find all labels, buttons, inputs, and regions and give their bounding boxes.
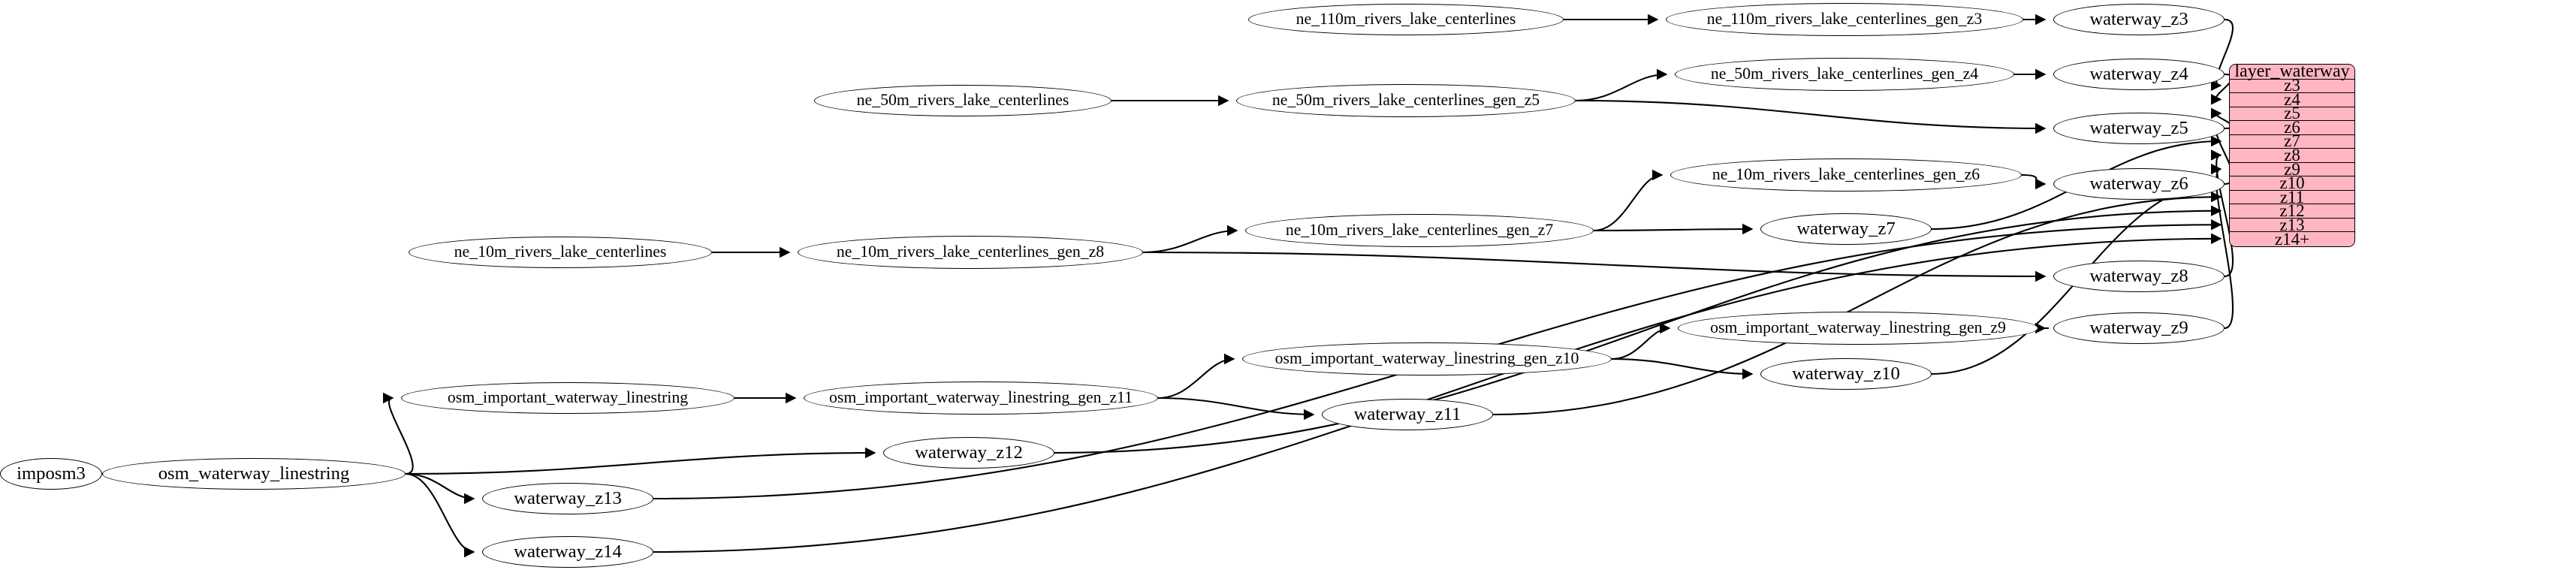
edge-osm-important-waterway-linestring-gen-z11--to--osm-important-waterway-linestring-gen-z10	[1157, 353, 1235, 400]
record-row-z6[interactable]: z6	[2230, 118, 2354, 137]
graph-node-ne-10m-rivers-lake-centerlines-gen-z7[interactable]: ne_10m_rivers_lake_centerlines_gen_z7	[1245, 214, 1594, 247]
edge-ne-50m-rivers-lake-centerlines-gen-z5--to--ne-50m-rivers-lake-centerlines-gen-z4	[1575, 68, 1668, 102]
graph-node-osm-important-waterway-linestring-gen-z9[interactable]: osm_important_waterway_linestring_gen_z9	[1678, 312, 2038, 345]
graph-node-label: osm_important_waterway_linestring	[447, 388, 689, 407]
graph-node-label: osm_waterway_linestring	[158, 463, 350, 484]
record-row-z13[interactable]: z13	[2230, 216, 2354, 234]
graph-node-label: ne_110m_rivers_lake_centerlines	[1296, 10, 1516, 29]
edge-osm-important-waterway-linestring-gen-z11--to--waterway-z11	[1157, 397, 1315, 421]
edge-ne-10m-rivers-lake-centerlines-gen-z7--to--ne-10m-rivers-lake-centerlines-gen-z6	[1593, 169, 1664, 232]
graph-node-waterway-z12[interactable]: waterway_z12	[883, 437, 1054, 469]
edge-waterway-z12--to--layer-waterway-z12	[1054, 205, 2222, 454]
graph-node-label: waterway_z8	[2089, 265, 2188, 286]
graph-node-ne-10m-rivers-lake-centerlines[interactable]: ne_10m_rivers_lake_centerlines	[409, 237, 712, 268]
edge-osm-important-waterway-linestring-gen-z10--to--waterway-z10	[1611, 357, 1754, 380]
edge-osm-waterway-linestring--to--waterway-z13	[405, 472, 475, 505]
graph-node-waterway-z14[interactable]: waterway_z14	[482, 536, 653, 568]
graph-node-label: ne_10m_rivers_lake_centerlines_gen_z7	[1285, 221, 1554, 240]
graph-node-waterway-z13[interactable]: waterway_z13	[482, 483, 653, 514]
graph-node-waterway-z6[interactable]: waterway_z6	[2053, 168, 2225, 200]
graph-node-label: waterway_z9	[2089, 317, 2188, 338]
edge-ne-10m-rivers-lake-centerlines-gen-z8--to--ne-10m-rivers-lake-centerlines-gen-z7	[1142, 225, 1238, 254]
graph-node-label: waterway_z10	[1792, 363, 1900, 384]
graph-node-waterway-z9[interactable]: waterway_z9	[2053, 312, 2225, 344]
graph-node-osm-important-waterway-linestring-gen-z10[interactable]: osm_important_waterway_linestring_gen_z1…	[1242, 342, 1612, 375]
edge-osm-waterway-linestring--to--osm-important-waterway-linestring	[382, 392, 414, 475]
graph-node-waterway-z7[interactable]: waterway_z7	[1760, 213, 1932, 245]
edge-paths	[83, 14, 2234, 558]
record-row-z5[interactable]: z5	[2230, 104, 2354, 122]
record-row-z4[interactable]: z4	[2230, 90, 2354, 109]
graph-node-label: ne_110m_rivers_lake_centerlines_gen_z3	[1706, 10, 1983, 29]
graph-node-label: osm_important_waterway_linestring_gen_z9	[1710, 318, 2006, 337]
graph-node-osm-important-waterway-linestring-gen-z11[interactable]: osm_important_waterway_linestring_gen_z1…	[804, 381, 1158, 415]
record-row-z9[interactable]: z9	[2230, 160, 2354, 179]
edge-osm-important-waterway-linestring-gen-z10--to--osm-important-waterway-linestring-gen-z9	[1611, 322, 1671, 360]
graph-node-waterway-z3[interactable]: waterway_z3	[2053, 4, 2225, 35]
graph-node-ne-50m-rivers-lake-centerlines[interactable]: ne_50m_rivers_lake_centerlines	[814, 85, 1112, 116]
graph-node-ne-10m-rivers-lake-centerlines-gen-z8[interactable]: ne_10m_rivers_lake_centerlines_gen_z8	[798, 236, 1143, 269]
graph-node-ne-50m-rivers-lake-centerlines-gen-z4[interactable]: ne_50m_rivers_lake_centerlines_gen_z4	[1675, 58, 2014, 91]
record-row-z11[interactable]: z11	[2230, 188, 2354, 207]
graph-node-label: ne_50m_rivers_lake_centerlines_gen_z4	[1710, 65, 1979, 83]
graph-node-label: osm_important_waterway_linestring_gen_z1…	[1274, 349, 1579, 368]
graph-node-waterway-z4[interactable]: waterway_z4	[2053, 59, 2225, 90]
graph-node-label: osm_important_waterway_linestring_gen_z1…	[829, 388, 1133, 407]
record-row-z14plus[interactable]: z14+	[2230, 230, 2354, 246]
graph-node-label: waterway_z11	[1353, 403, 1461, 424]
graph-node-label: ne_50m_rivers_lake_centerlines_gen_z5	[1271, 91, 1540, 110]
graph-node-label: ne_10m_rivers_lake_centerlines	[454, 243, 667, 261]
graph-node-label: waterway_z7	[1796, 218, 1896, 239]
graph-node-osm-important-waterway-linestring[interactable]: osm_important_waterway_linestring	[401, 382, 734, 414]
edge-osm-waterway-linestring--to--waterway-z14	[405, 472, 475, 558]
graph-node-waterway-z5[interactable]: waterway_z5	[2053, 113, 2225, 144]
graph-node-label: waterway_z3	[2089, 8, 2188, 29]
graph-node-label: waterway_z12	[915, 442, 1023, 463]
graph-node-label: waterway_z5	[2089, 117, 2188, 138]
graph-node-ne-110m-rivers-lake-centerlines-gen-z3[interactable]: ne_110m_rivers_lake_centerlines_gen_z3	[1666, 3, 2023, 36]
graph-node-imposm3[interactable]: imposm3	[0, 458, 102, 490]
edge-ne-50m-rivers-lake-centerlines-gen-z5--to--waterway-z5	[1575, 99, 2047, 134]
record-row-z8[interactable]: z8	[2230, 146, 2354, 164]
record-header: layer_waterway	[2230, 65, 2354, 81]
edge-ne-10m-rivers-lake-centerlines-gen-z6--to--waterway-z6	[2021, 173, 2047, 190]
graph-node-osm-waterway-linestring[interactable]: osm_waterway_linestring	[102, 458, 406, 490]
graph-node-label: ne_10m_rivers_lake_centerlines_gen_z6	[1712, 165, 1980, 184]
record-row-z10[interactable]: z10	[2230, 173, 2354, 192]
record-row-z7[interactable]: z7	[2230, 131, 2354, 150]
graph-node-waterway-z10[interactable]: waterway_z10	[1760, 358, 1932, 390]
record-row-z12[interactable]: z12	[2230, 201, 2354, 220]
graph-node-label: imposm3	[17, 463, 86, 484]
graph-node-label: waterway_z4	[2089, 63, 2188, 84]
graph-node-waterway-z11[interactable]: waterway_z11	[1322, 399, 1493, 430]
graph-node-label: ne_50m_rivers_lake_centerlines	[856, 91, 1069, 110]
graph-node-ne-10m-rivers-lake-centerlines-gen-z6[interactable]: ne_10m_rivers_lake_centerlines_gen_z6	[1670, 158, 2022, 192]
record-row-z3[interactable]: z3	[2230, 76, 2354, 95]
edge-ne-10m-rivers-lake-centerlines-gen-z8--to--waterway-z8	[1142, 251, 2047, 282]
graph-node-ne-50m-rivers-lake-centerlines-gen-z5[interactable]: ne_50m_rivers_lake_centerlines_gen_z5	[1236, 84, 1576, 117]
graph-node-ne-110m-rivers-lake-centerlines[interactable]: ne_110m_rivers_lake_centerlines	[1248, 4, 1564, 35]
graph-node-label: waterway_z6	[2089, 173, 2188, 194]
graph-node-label: ne_10m_rivers_lake_centerlines_gen_z8	[836, 243, 1105, 261]
graph-node-label: waterway_z14	[514, 541, 622, 562]
graph-node-waterway-z8[interactable]: waterway_z8	[2053, 261, 2225, 292]
graph-node-label: waterway_z13	[514, 487, 622, 508]
edge-ne-10m-rivers-lake-centerlines-gen-z7--to--waterway-z7	[1593, 223, 1754, 235]
edge-osm-waterway-linestring--to--waterway-z12	[405, 447, 876, 475]
